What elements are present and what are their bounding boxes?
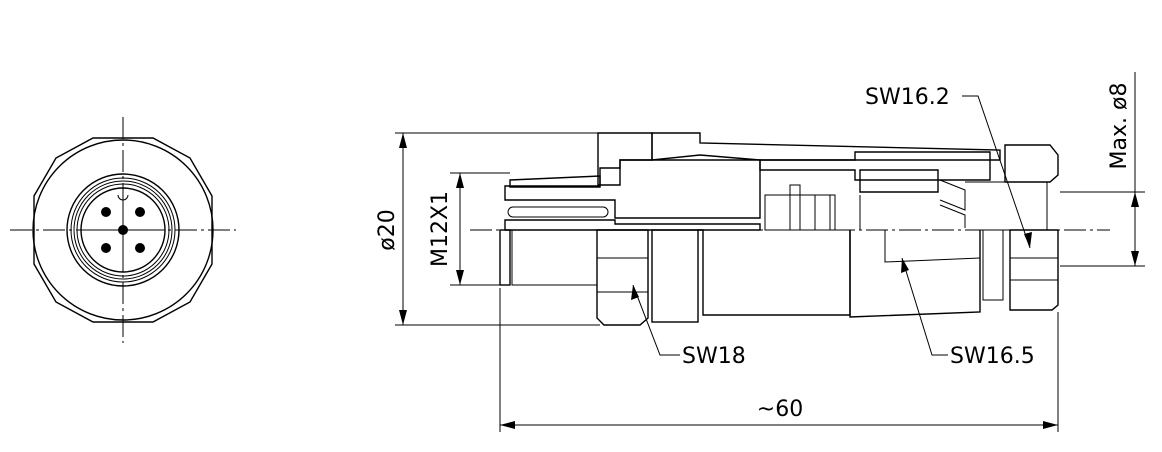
insulator-section [504, 159, 761, 219]
callouts: SW18 SW16.2 SW16.5 [631, 85, 1035, 369]
pin-1 [101, 207, 111, 217]
callout-sw18: SW18 [682, 344, 746, 369]
nut-section [1004, 144, 1059, 183]
dimensions: ø20 M12X1 ~60 Max. ø8 [375, 72, 1145, 432]
front-view [10, 117, 236, 343]
pin-4 [135, 243, 145, 253]
dim-cable-label: Max. ø8 [1107, 83, 1132, 170]
pin-3 [101, 243, 111, 253]
hex-sw18 [596, 229, 649, 326]
thread-section [509, 175, 601, 188]
pin-2 [135, 207, 145, 217]
body-sw16-5 [849, 230, 981, 318]
m12-thread [511, 229, 598, 286]
coupling-body [698, 229, 851, 316]
front-face [499, 229, 511, 286]
dim-diameter-label: ø20 [375, 209, 400, 250]
knurled-coupling [651, 229, 699, 323]
dim-length-label: ~60 [757, 397, 803, 422]
contact-slot [507, 206, 609, 218]
coupling-sleeve-section [651, 132, 1001, 161]
housing-section [597, 132, 653, 186]
leader-sw16-2 [962, 95, 1031, 249]
dim-thread-label: M12X1 [428, 191, 453, 267]
leader-sw18 [632, 284, 680, 356]
front-hex-outline [33, 137, 213, 323]
body-section [759, 151, 991, 181]
seal-section [859, 169, 939, 193]
nut-sw16-2 [1009, 229, 1059, 311]
cable-gland-thread [982, 229, 1004, 301]
callout-sw16-5: SW16.5 [950, 344, 1035, 369]
contact-carrier-section [504, 219, 761, 231]
side-view [470, 132, 1110, 326]
leader-sw16-5 [901, 257, 948, 356]
callout-sw16-2: SW16.2 [865, 85, 950, 110]
